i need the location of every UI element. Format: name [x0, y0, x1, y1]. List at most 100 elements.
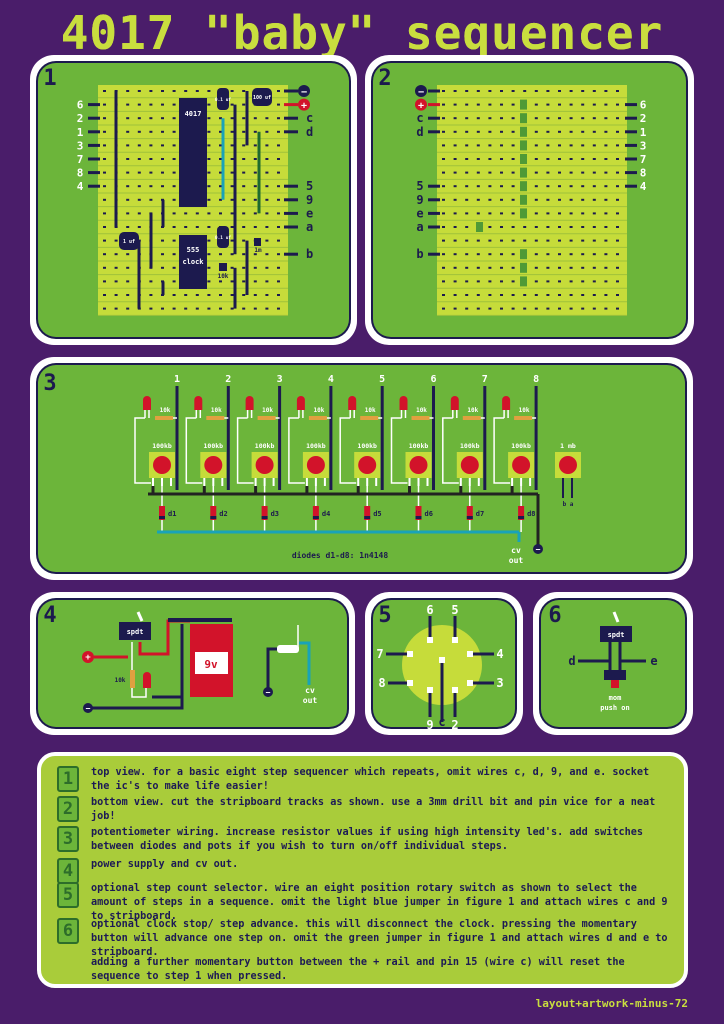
hole	[207, 226, 211, 228]
capacitor	[217, 226, 229, 248]
hole	[161, 171, 164, 174]
hole	[219, 144, 222, 147]
hole	[230, 294, 234, 296]
resistor	[514, 416, 533, 420]
hole	[453, 280, 457, 283]
hole	[453, 266, 457, 269]
hole	[465, 239, 469, 242]
hole	[172, 253, 176, 256]
minus-label: −	[536, 545, 541, 554]
hole	[103, 253, 106, 256]
track-cut	[520, 126, 527, 137]
pot-knob	[512, 456, 531, 474]
hole	[442, 239, 445, 242]
lead	[390, 417, 408, 484]
hole	[592, 130, 596, 133]
hole	[149, 171, 153, 174]
pin-label: 6	[426, 603, 433, 617]
hole	[569, 130, 573, 133]
rail-label: −	[301, 87, 307, 98]
hole	[195, 307, 199, 310]
hole	[277, 212, 280, 215]
hole	[442, 158, 445, 160]
minus-terminal-icon	[415, 85, 427, 97]
pot-label: 1 mb	[560, 442, 576, 450]
hole	[265, 280, 269, 283]
resistor	[257, 416, 276, 420]
hole	[172, 212, 176, 215]
led-icon	[348, 396, 357, 410]
hole	[500, 239, 503, 242]
hole	[103, 239, 106, 242]
battery-label: 9v	[204, 658, 218, 671]
wire-label: 9	[416, 193, 423, 207]
hole	[207, 198, 211, 201]
hole	[453, 198, 457, 201]
hole	[103, 158, 106, 160]
hole	[207, 212, 211, 215]
cv-out-label: cv	[305, 686, 315, 695]
common-pin	[439, 657, 445, 663]
hole	[126, 171, 130, 174]
switch-lever	[136, 611, 144, 622]
resistor	[360, 416, 379, 420]
hole	[465, 185, 469, 188]
hole	[242, 239, 246, 242]
hole	[137, 171, 141, 174]
cv-out-label: out	[509, 556, 524, 565]
hole	[137, 130, 141, 133]
rail-label: +	[301, 101, 307, 112]
hole	[149, 185, 153, 188]
hole	[230, 185, 234, 188]
led-icon	[399, 396, 408, 410]
hole	[604, 144, 608, 147]
hole	[103, 171, 106, 174]
hole	[511, 212, 515, 215]
hole	[488, 212, 492, 215]
hole	[137, 90, 141, 92]
hole	[253, 212, 257, 215]
hole	[453, 185, 457, 188]
hole	[126, 198, 130, 201]
hole	[149, 130, 153, 133]
hole	[453, 307, 457, 310]
hole	[465, 103, 469, 106]
hole	[511, 307, 515, 310]
led-icon	[245, 396, 254, 410]
hole	[442, 226, 445, 228]
hole	[103, 198, 106, 201]
led-icon	[143, 672, 151, 688]
minus-terminal-icon	[298, 85, 310, 97]
hole	[265, 171, 269, 174]
output-label: 7	[77, 153, 84, 166]
hole	[442, 171, 445, 174]
hole	[616, 117, 619, 120]
hole	[103, 90, 106, 92]
hole	[184, 212, 188, 215]
led-icon	[143, 396, 151, 410]
hole	[511, 130, 515, 133]
hole	[616, 171, 619, 174]
hole	[242, 90, 246, 92]
diode	[415, 506, 422, 520]
hole	[442, 90, 445, 92]
hole	[546, 90, 550, 92]
hole	[230, 239, 234, 242]
hole	[569, 253, 573, 256]
output-label: 3	[77, 139, 84, 152]
hole	[453, 212, 457, 215]
hole	[534, 253, 538, 256]
hole	[465, 158, 469, 160]
hole	[126, 103, 130, 106]
diode-band	[261, 516, 268, 519]
led-icon	[502, 396, 511, 410]
hole	[219, 307, 222, 310]
hole	[242, 226, 246, 228]
hole	[558, 239, 561, 242]
hole	[114, 307, 118, 310]
hole	[253, 158, 257, 160]
switch-pin	[427, 687, 433, 693]
button-cap	[611, 680, 619, 688]
hole	[242, 130, 246, 133]
step-number: 7	[482, 374, 488, 385]
